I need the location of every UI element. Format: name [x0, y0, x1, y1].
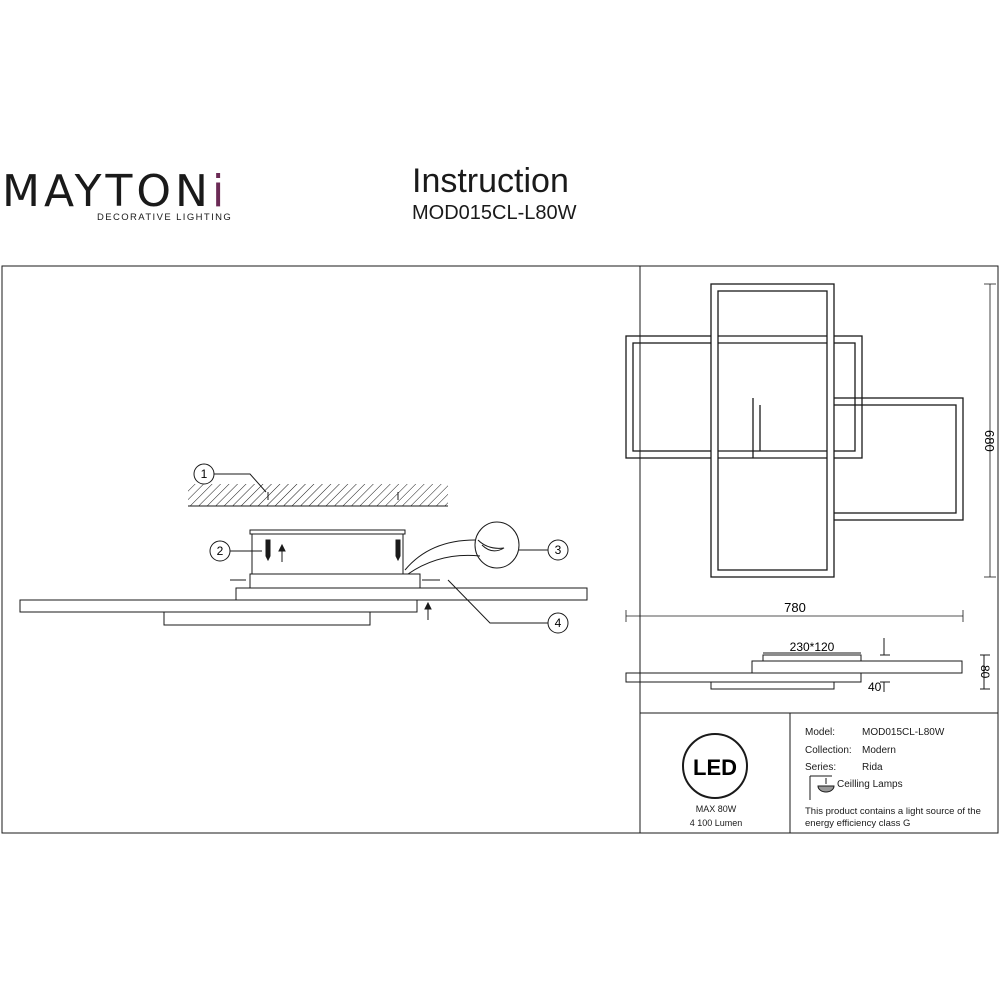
assembly-diagram: [19, 484, 588, 626]
document-model-code: MOD015CL-L80W: [412, 202, 577, 224]
connector-leader: [404, 539, 476, 571]
document-title: Instruction: [412, 162, 569, 200]
ceiling-lamp-icon: [809, 775, 835, 800]
ceiling-hatch: [188, 484, 448, 506]
energy-class-note: This product contains a light source of …: [805, 806, 981, 829]
collection-value: Modern: [862, 745, 896, 756]
callout-3-label: 3: [555, 543, 562, 557]
dimension-base-label: 230*120: [790, 640, 835, 654]
up-arrow-frame: [424, 601, 432, 620]
brand-tagline: DECORATIVE LIGHTING: [97, 212, 233, 223]
mounting-bracket: [249, 529, 406, 535]
brand-logo: MAYTONi: [2, 170, 228, 214]
dimension-depth-frame-label: 40: [868, 680, 882, 694]
brand-name: MAYTON: [2, 166, 212, 217]
canopy-base: [249, 573, 421, 589]
lamp-type-text: Ceilling Lamps: [837, 779, 903, 790]
lamp-top-view: [625, 283, 964, 578]
dimension-depth-total-label: 80: [978, 665, 992, 679]
callout-4-label: 4: [555, 616, 562, 630]
outer-border: [1, 265, 999, 834]
dimension-width-label: 780: [784, 600, 806, 615]
led-badge-label: LED: [693, 755, 737, 780]
dimension-height-label: 680: [982, 430, 997, 452]
dimension-width: [625, 610, 964, 622]
frame-bar-top: [235, 587, 588, 601]
sheet-frame: [1, 265, 999, 834]
series-label: Series:: [805, 762, 837, 773]
up-arrow-screw: [278, 543, 286, 562]
model-label: Model:: [805, 727, 836, 738]
callout-3: [519, 539, 569, 561]
connector-detail-circle: [474, 521, 520, 569]
callout-4: [447, 579, 569, 634]
model-value: MOD015CL-L80W: [862, 727, 945, 738]
series-value: Rida: [862, 762, 883, 773]
frame-bar-bottom: [163, 611, 371, 626]
max-power-text: MAX 80W: [695, 804, 737, 814]
callout-1: [193, 463, 267, 493]
led-badge-circle: [682, 733, 748, 799]
dimension-height: [984, 283, 996, 578]
callout-2-label: 2: [217, 544, 224, 558]
screw-left: [265, 492, 271, 562]
collection-label: Collection:: [805, 745, 852, 756]
lamp-side-view: [625, 638, 990, 692]
callout-2: [209, 540, 262, 562]
callout-1-label: 1: [201, 467, 208, 481]
connector-wires: [477, 539, 505, 552]
brand-logo-i: i: [211, 166, 229, 217]
screw-right: [395, 492, 401, 562]
lumen-text: 4 100 Lumen: [689, 818, 743, 828]
connector-leader-2: [407, 554, 481, 575]
frame-bar-middle: [19, 599, 418, 613]
